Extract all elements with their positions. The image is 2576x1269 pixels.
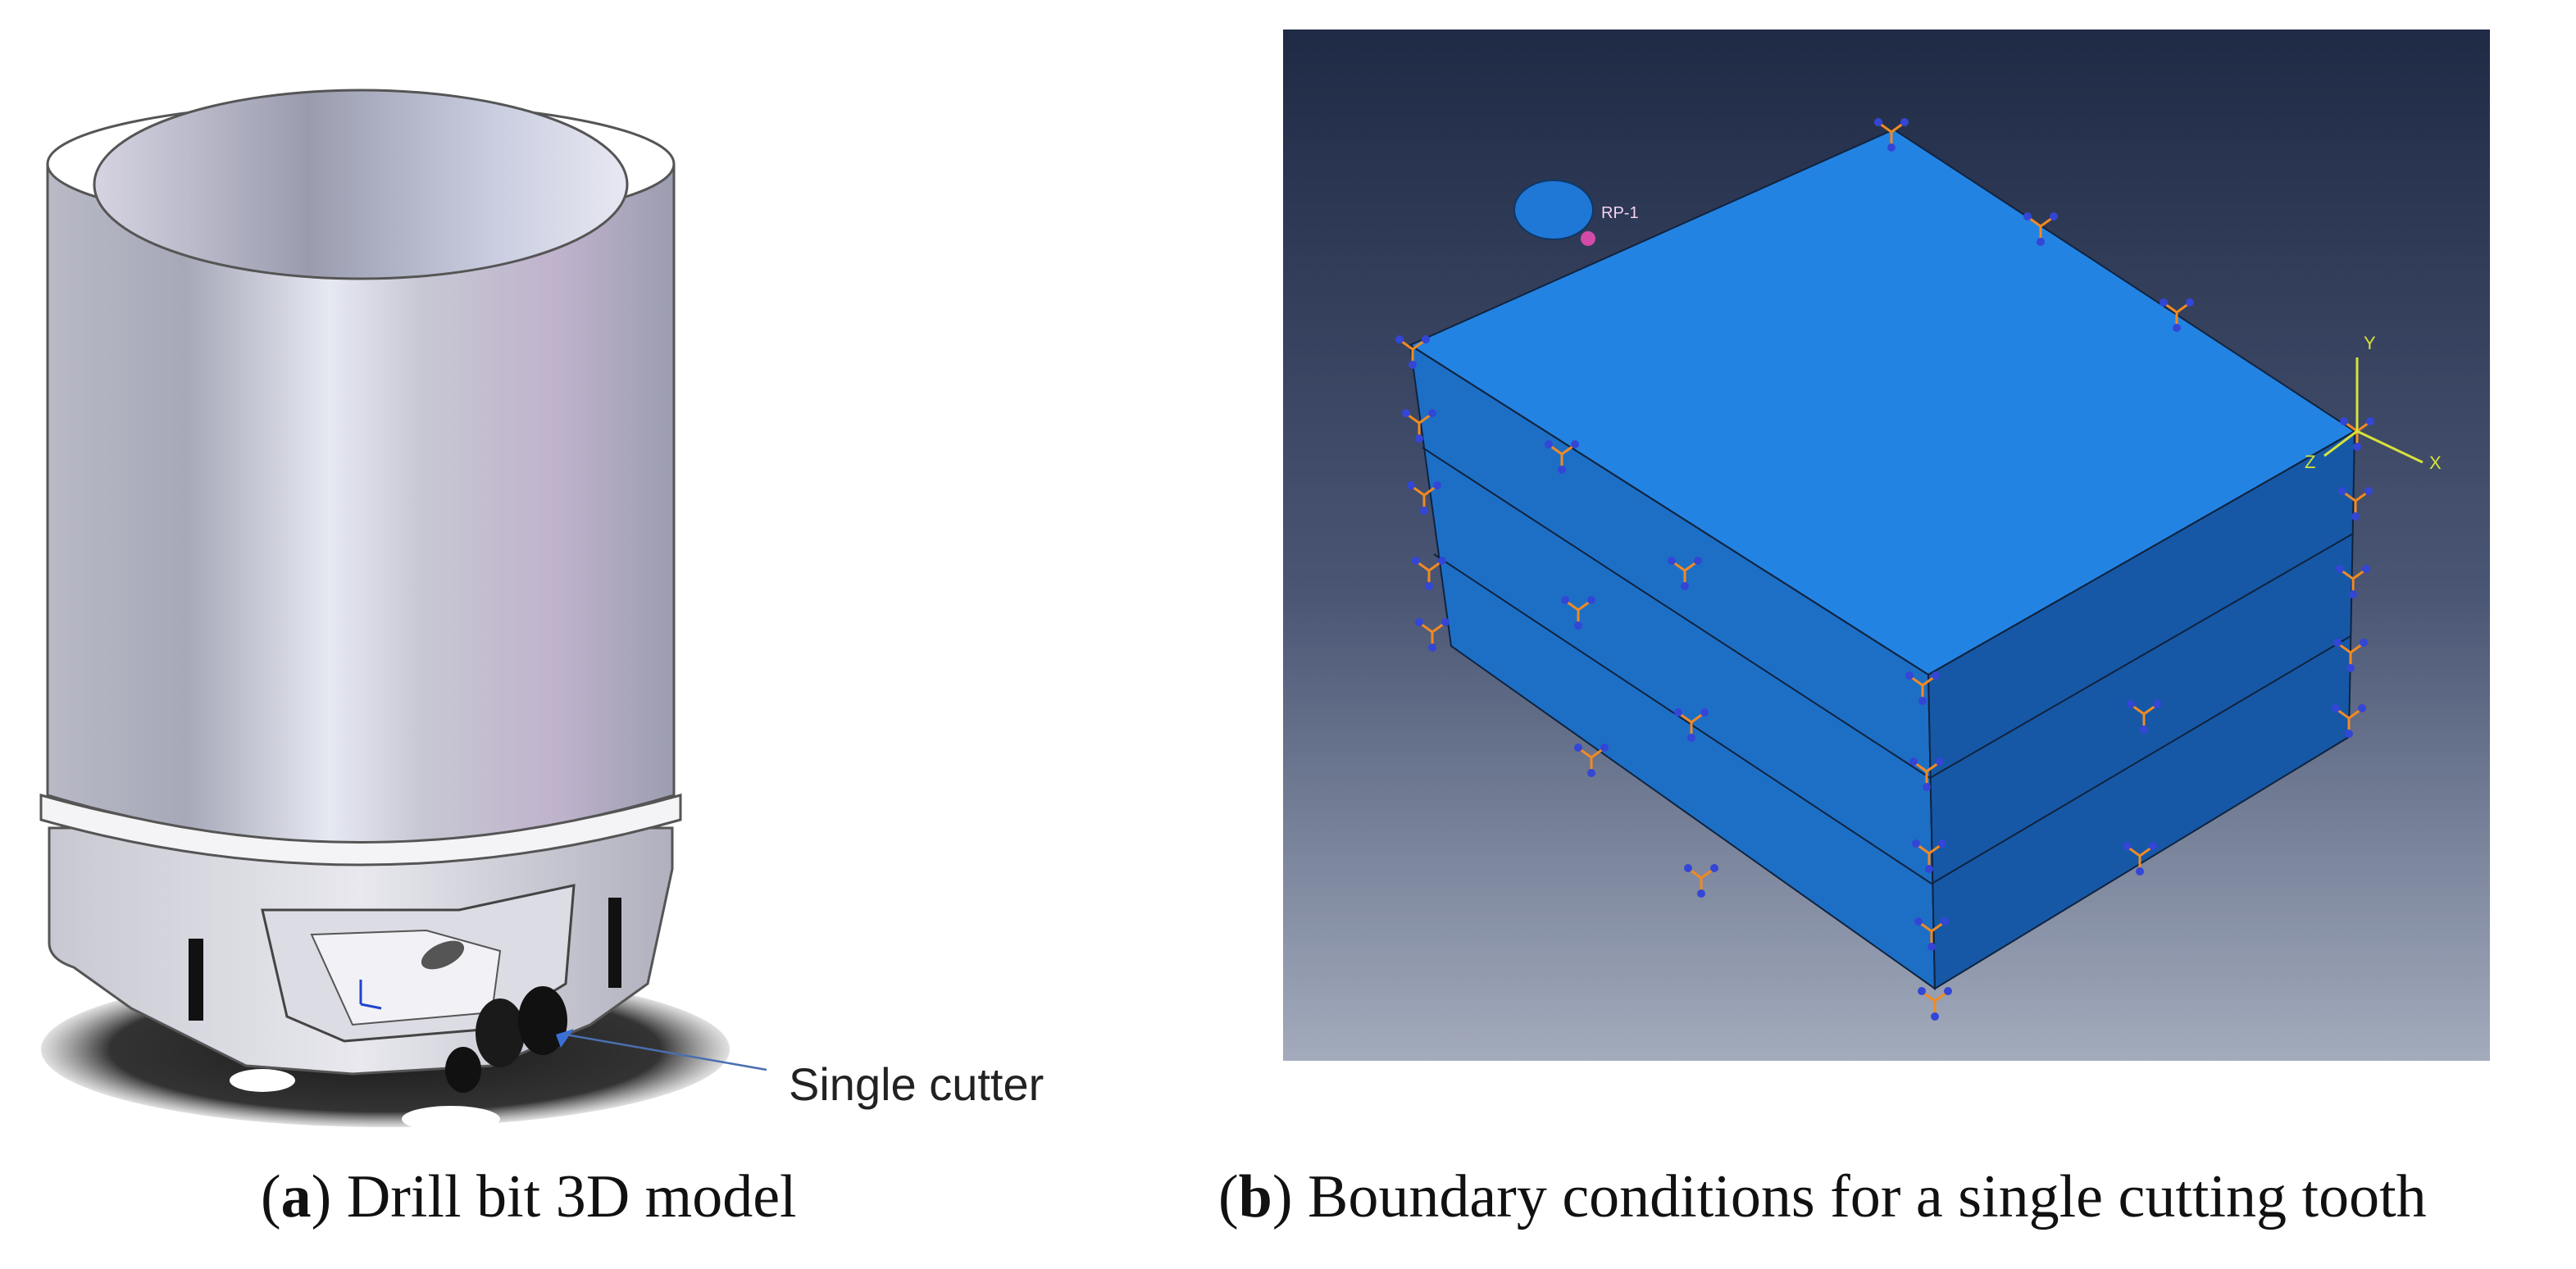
single-cutter (476, 998, 525, 1067)
fe-model-view: RP-1 Y X Z (1283, 30, 2490, 1061)
caption-a: (a) Drill bit 3D model (261, 1163, 797, 1230)
caption-a-letter: a (280, 1163, 312, 1230)
cutter-reference-point (1513, 180, 1594, 240)
drill-barrel (46, 162, 676, 844)
axis-x-label: X (2429, 453, 2442, 473)
cutter-label: RP-1 (1601, 204, 1639, 222)
axis-triad: Y X Z (2305, 333, 2442, 473)
block-top-face (1410, 130, 2355, 675)
axis-y-label: Y (2364, 333, 2376, 353)
axis-z-label: Z (2305, 452, 2315, 472)
caption-b-text: Boundary conditions for a single cutting… (1292, 1163, 2427, 1230)
drill-bit-illustration (39, 89, 767, 1132)
caption-b: (b) Boundary conditions for a single cut… (1218, 1163, 2427, 1230)
annotation-leader-line (565, 1033, 767, 1071)
drill-bit-figure: Single cutter (0, 0, 1164, 1148)
boundary-conditions-figure: RP-1 Y X Z (1283, 30, 2490, 1061)
drill-bore (93, 89, 629, 280)
caption-a-text: Drill bit 3D model (331, 1163, 797, 1230)
single-cutter-label: Single cutter (789, 1058, 1045, 1110)
caption-b-letter: b (1238, 1163, 1272, 1230)
